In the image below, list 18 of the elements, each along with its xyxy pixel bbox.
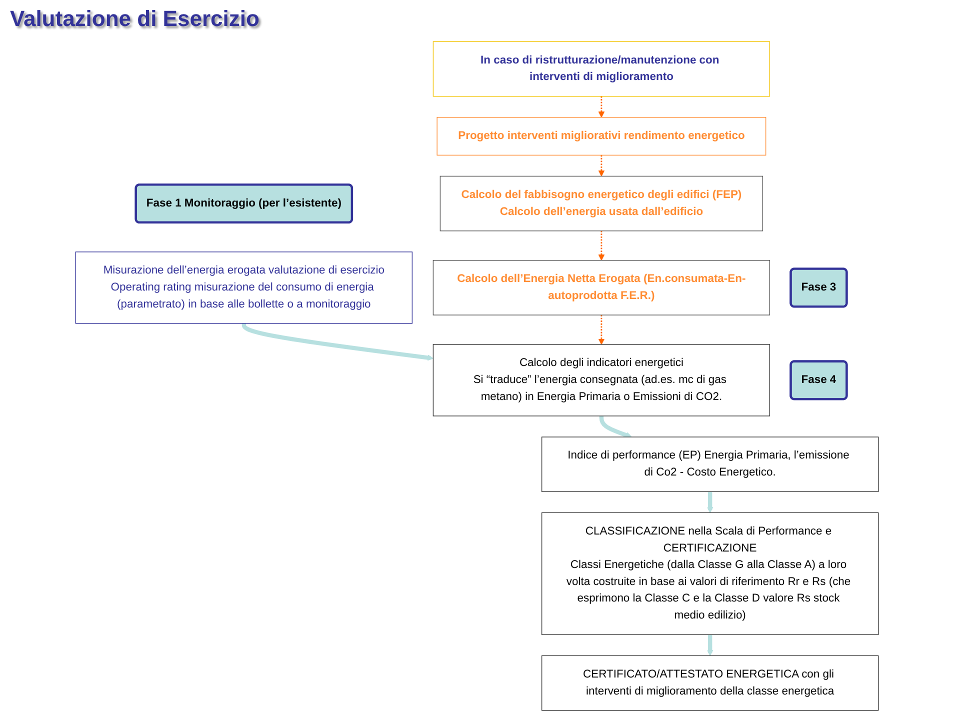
- arrow: [598, 230, 605, 261]
- node-box: Misurazione dell’energia erogata valutazione di esercizio Operating rating misurazione del consumo di energia (parametrato) in base alle bollette o a monitoraggio: [75, 252, 413, 324]
- node-box: Indice di performance (EP) Energia Primaria, l’emissione di Co2 - Costo Energetico.: [541, 436, 879, 492]
- arrow: [707, 491, 714, 513]
- diagram-title: Valutazione di Esercizio: [10, 6, 260, 32]
- arrow: [242, 323, 434, 361]
- arrow: [598, 315, 605, 345]
- node-box: In caso di ristrutturazione/manutenzione con interventi di miglioramento: [432, 41, 770, 97]
- node-box: Calcolo degli indicatori energetici Si “traduce” l’energia consegnata (ad.es. mc di gas metano) in Energia Primaria o Emissioni di CO2.: [432, 344, 770, 416]
- node-box: CERTIFICATO/ATTESTATO ENERGETICA con gli interventi di miglioramento della classe energetica: [541, 655, 879, 711]
- node-box: CLASSIFICAZIONE nella Scala di Performance e CERTIFICAZIONE Classi Energetiche (dalla Classe G alla Classe A) a loro volta costruite in base ai valori di riferimento Rr e Rs (che esprimono la Classe C e la Classe D valore Rs stock medio edilizio): [541, 512, 879, 636]
- node-box: Progetto interventi migliorativi rendimento energetico: [436, 116, 766, 156]
- node-box: Calcolo dell’Energia Netta Erogata (En.consumata-En-autoprodotta F.E.R.): [432, 260, 770, 316]
- node-box: Calcolo del fabbisogno energetico degli edifici (FEP) Calcolo dell’energia usata dall’edificio: [440, 176, 764, 232]
- arrow: [707, 634, 714, 656]
- arrow: [598, 96, 605, 118]
- arrow: [598, 155, 605, 176]
- arrow: [599, 416, 632, 438]
